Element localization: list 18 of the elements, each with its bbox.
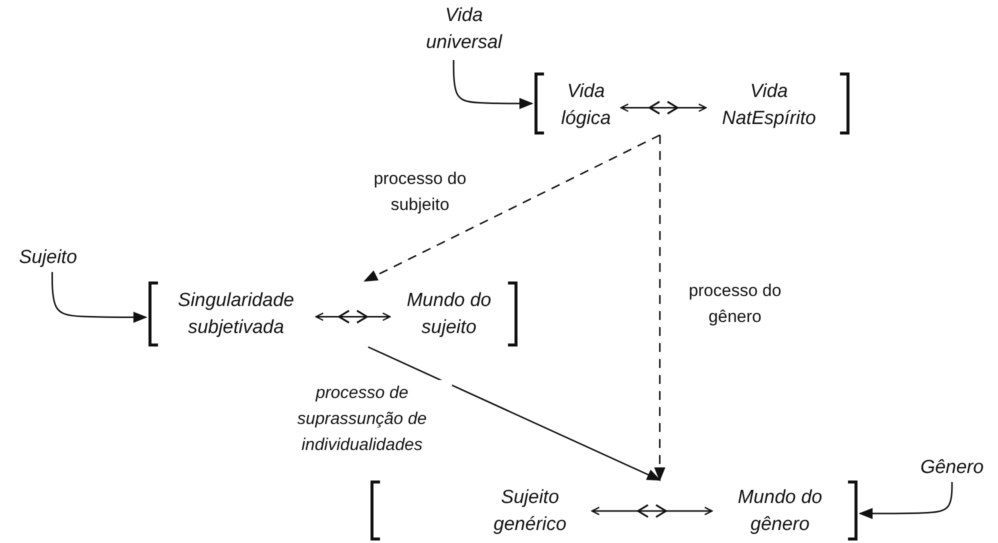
term-label: Mundo do sujeito [406, 289, 492, 340]
concept-label: Gênero [919, 456, 985, 480]
term-label: Sujeito genérico [492, 486, 568, 537]
arrow [858, 482, 953, 520]
concept-label: Sujeito [18, 246, 78, 270]
arrow [620, 103, 707, 112]
dashed-arrow [654, 135, 666, 482]
dashed-arrow [364, 134, 660, 282]
arrow [368, 346, 662, 481]
arrow [591, 506, 713, 516]
term-label: Vida NatEspírito [721, 80, 817, 131]
term-label: Mundo do gênero [736, 486, 824, 537]
term-label: Vida lógica [560, 80, 612, 131]
concept-label: Vida universal [424, 4, 504, 55]
arrow [452, 60, 534, 110]
arrow [315, 312, 391, 321]
term-label: Singularidade subjetivada [176, 289, 296, 340]
arrow [51, 272, 148, 323]
